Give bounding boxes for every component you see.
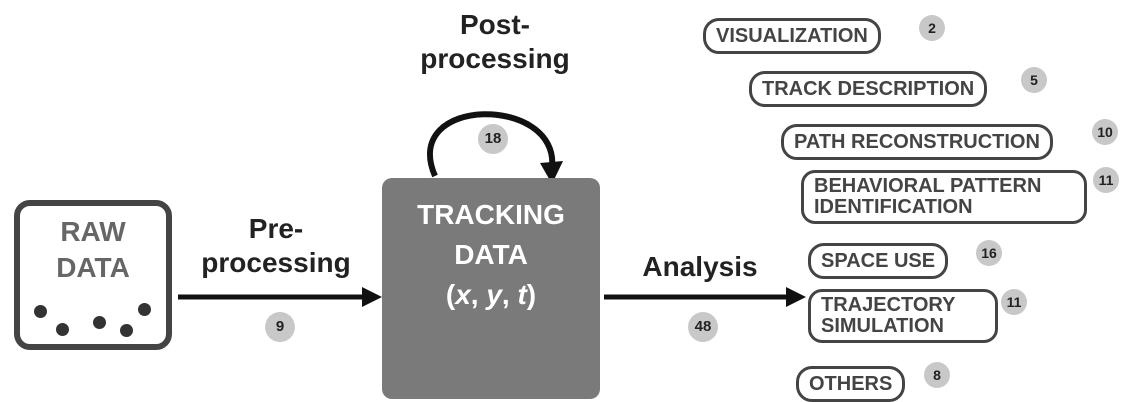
postprocessing-line1: Post- [460,9,530,40]
category-label-line2: SIMULATION [821,315,944,337]
category-label-line1: TRAJECTORY [821,294,956,316]
raw-data-line2: DATA [56,252,130,283]
category-trajectory-simulation: TRAJECTORY SIMULATION [808,289,998,343]
category-label: OTHERS [809,373,893,395]
raw-data-label: RAW DATA [14,214,172,286]
postprocessing-line2: processing [420,43,570,74]
preprocessing-arrowhead [362,287,382,307]
tracking-data-box [382,178,600,399]
preprocessing-count-badge: 9 [265,312,295,342]
preprocessing-line2: processing [201,247,351,278]
category-others: OTHERS [796,366,906,402]
category-label-line1: BEHAVIORAL PATTERN [814,175,1042,197]
preprocessing-label: Pre- processing [188,212,364,280]
postprocessing-label: Post- processing [395,8,595,76]
analysis-arrowhead [786,287,806,307]
tracking-data-label: TRACKING DATA (x, y, t) [382,195,600,315]
category-count-badge: 16 [976,240,1002,266]
coord-x: x [455,279,471,310]
category-visualization: VISUALIZATION [703,18,881,54]
category-path-reconstruction: PATH RECONSTRUCTION [781,124,1053,160]
postprocessing-loop-arrow [427,111,556,178]
coord-y: y [486,279,502,310]
category-label-line2: IDENTIFICATION [814,196,973,218]
tracking-data-line1: TRACKING [417,199,565,230]
category-count-badge: 8 [924,362,950,388]
raw-dot [34,305,47,318]
raw-data-box [14,200,172,350]
coord-t: t [517,279,527,310]
tracking-data-line2: DATA [454,239,528,270]
category-label: VISUALIZATION [716,25,868,47]
raw-dot [93,316,106,329]
category-space-use: SPACE USE [808,243,949,279]
postprocessing-loop-arrowhead [540,161,563,184]
raw-dot [120,324,133,337]
raw-dot [56,323,69,336]
category-count-badge: 10 [1092,119,1118,145]
category-label: TRACK DESCRIPTION [762,78,975,100]
category-track-description: TRACK DESCRIPTION [749,71,988,107]
category-count-badge: 2 [919,15,945,41]
category-behavioral-pattern-identification: BEHAVIORAL PATTERN IDENTIFICATION [801,170,1087,224]
category-label: PATH RECONSTRUCTION [794,131,1040,153]
category-count-badge: 11 [1093,167,1119,193]
analysis-count-badge: 48 [688,312,718,342]
category-count-badge: 5 [1021,67,1047,93]
postprocessing-count-badge: 18 [478,124,508,154]
raw-dot [138,303,151,316]
preprocessing-line1: Pre- [248,213,304,244]
category-label: SPACE USE [821,250,936,272]
category-count-badge: 11 [1001,289,1027,315]
analysis-label: Analysis [642,251,758,282]
tracking-data-coords: (x, y, t) [445,279,537,310]
raw-data-line1: RAW [60,216,126,247]
